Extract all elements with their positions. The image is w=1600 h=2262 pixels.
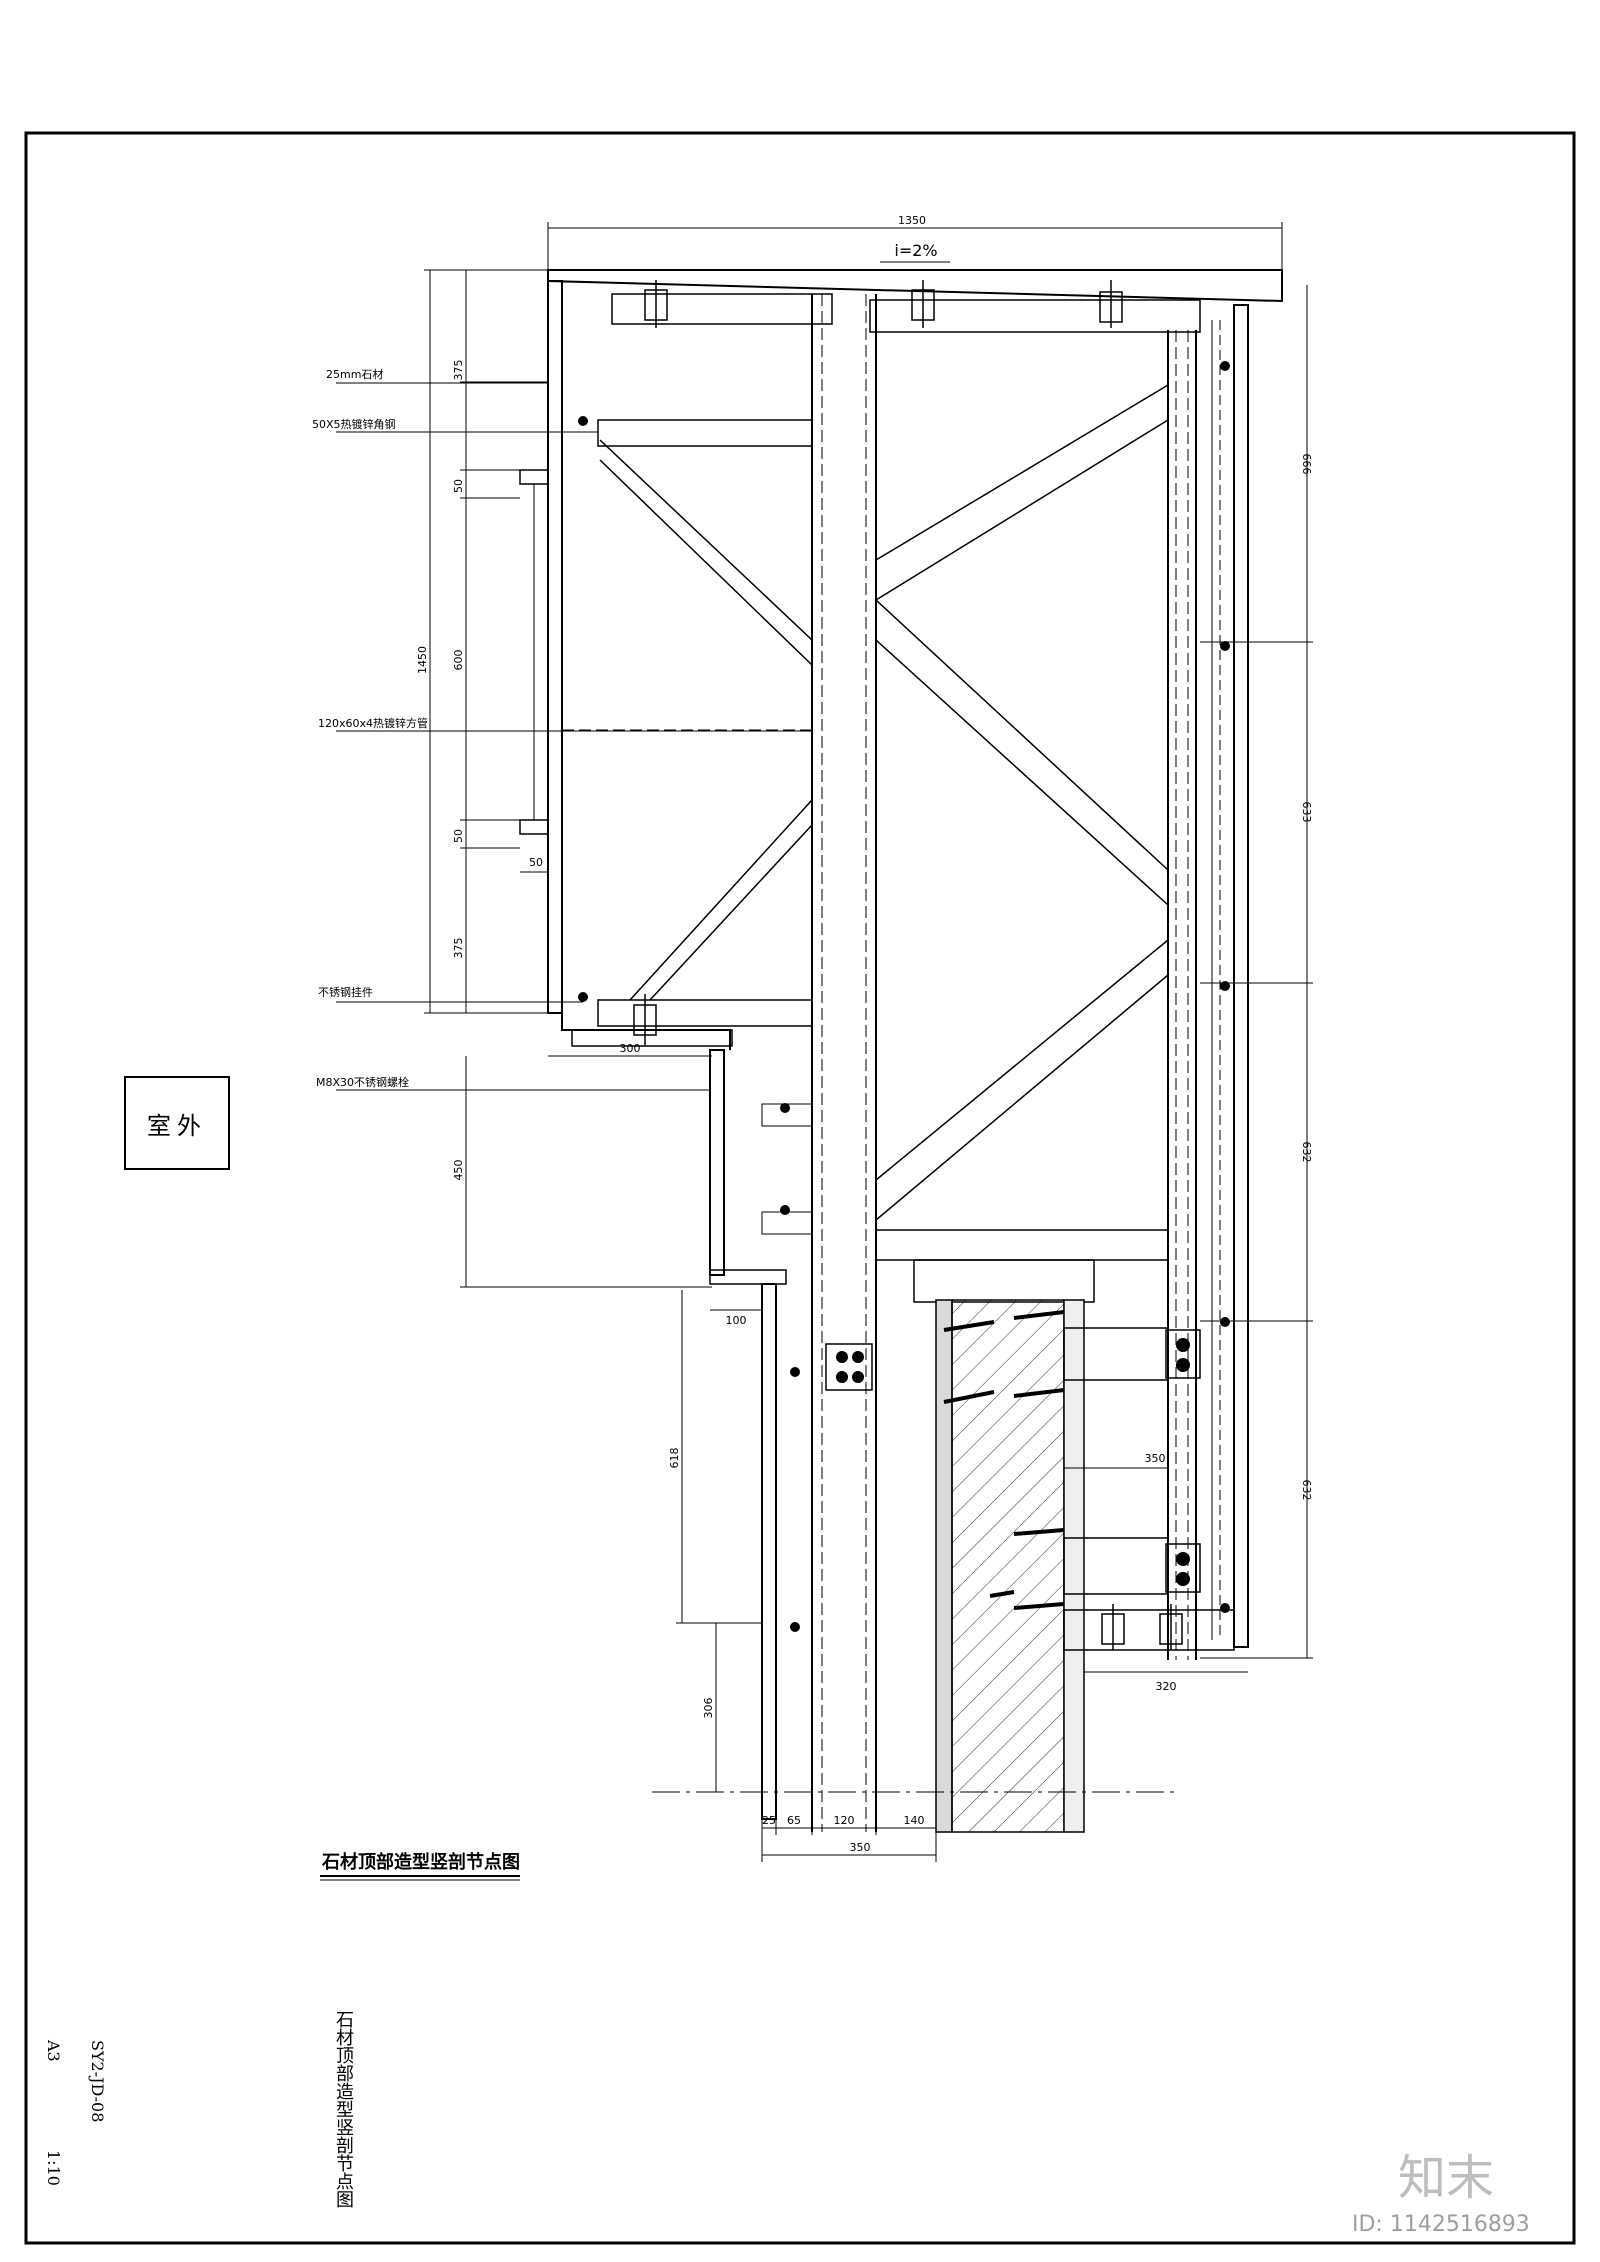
drawing-title: 石材顶部造型竖剖节点图 xyxy=(321,1851,520,1873)
dim-right-666: 666 xyxy=(1300,454,1313,475)
label-stone: 25mm石材 xyxy=(326,367,383,381)
label-angle-steel: 50X5热镀锌角钢 xyxy=(312,417,396,431)
dim-right-633: 633 xyxy=(1300,802,1313,823)
sheet-number: SY2-JD-08 xyxy=(88,2040,107,2123)
dim-left-600: 600 xyxy=(452,650,465,671)
dim-step-width: 300 xyxy=(620,1042,641,1055)
dim-lower-306: 306 xyxy=(702,1698,715,1719)
dim-bottom-120: 120 xyxy=(834,1814,855,1827)
dim-bottom-65: 65 xyxy=(787,1814,801,1827)
zone-label: 室外 xyxy=(147,1111,207,1140)
dim-bottom-total: 350 xyxy=(850,1841,871,1854)
dim-left-50-bottom: 50 xyxy=(452,829,465,843)
dim-left-375-top: 375 xyxy=(452,360,465,381)
dim-base-320: 320 xyxy=(1156,1680,1177,1693)
paper-size: A3 xyxy=(44,2040,63,2062)
dim-small-50: 50 xyxy=(529,856,543,869)
watermark-logo: 知末 xyxy=(1398,2150,1495,2206)
dim-left-total: 1450 xyxy=(416,646,429,674)
dim-right-632-b: 632 xyxy=(1300,1480,1313,1501)
dim-step-height: 450 xyxy=(452,1160,465,1181)
zone-label-box: 室外 xyxy=(124,1076,230,1170)
dim-lower-618: 618 xyxy=(668,1448,681,1469)
slope-label: i=2% xyxy=(894,241,937,260)
label-hanger: 不锈钢挂件 xyxy=(318,985,373,999)
sheet-border xyxy=(24,131,1576,2245)
dim-right-632-a: 632 xyxy=(1300,1142,1313,1163)
dim-bottom-140: 140 xyxy=(904,1814,925,1827)
dim-bracket-350: 350 xyxy=(1145,1452,1166,1465)
watermark-id: ID: 1142516893 xyxy=(1352,2212,1530,2237)
title-block-drawing-name: 石材顶部造型竖剖节点图 xyxy=(333,2010,354,2208)
label-square-tube: 120x60x4热镀锌方管 xyxy=(318,716,428,730)
dim-bottom-25: 25 xyxy=(762,1814,776,1827)
dim-sill: 100 xyxy=(726,1314,747,1327)
dim-left-375-bottom: 375 xyxy=(452,938,465,959)
label-bolt: M8X30不锈钢螺栓 xyxy=(316,1075,409,1089)
dim-left-50-top: 50 xyxy=(452,479,465,493)
dim-top-width: 1350 xyxy=(898,214,926,227)
drawing-scale: 1:10 xyxy=(44,2150,63,2186)
